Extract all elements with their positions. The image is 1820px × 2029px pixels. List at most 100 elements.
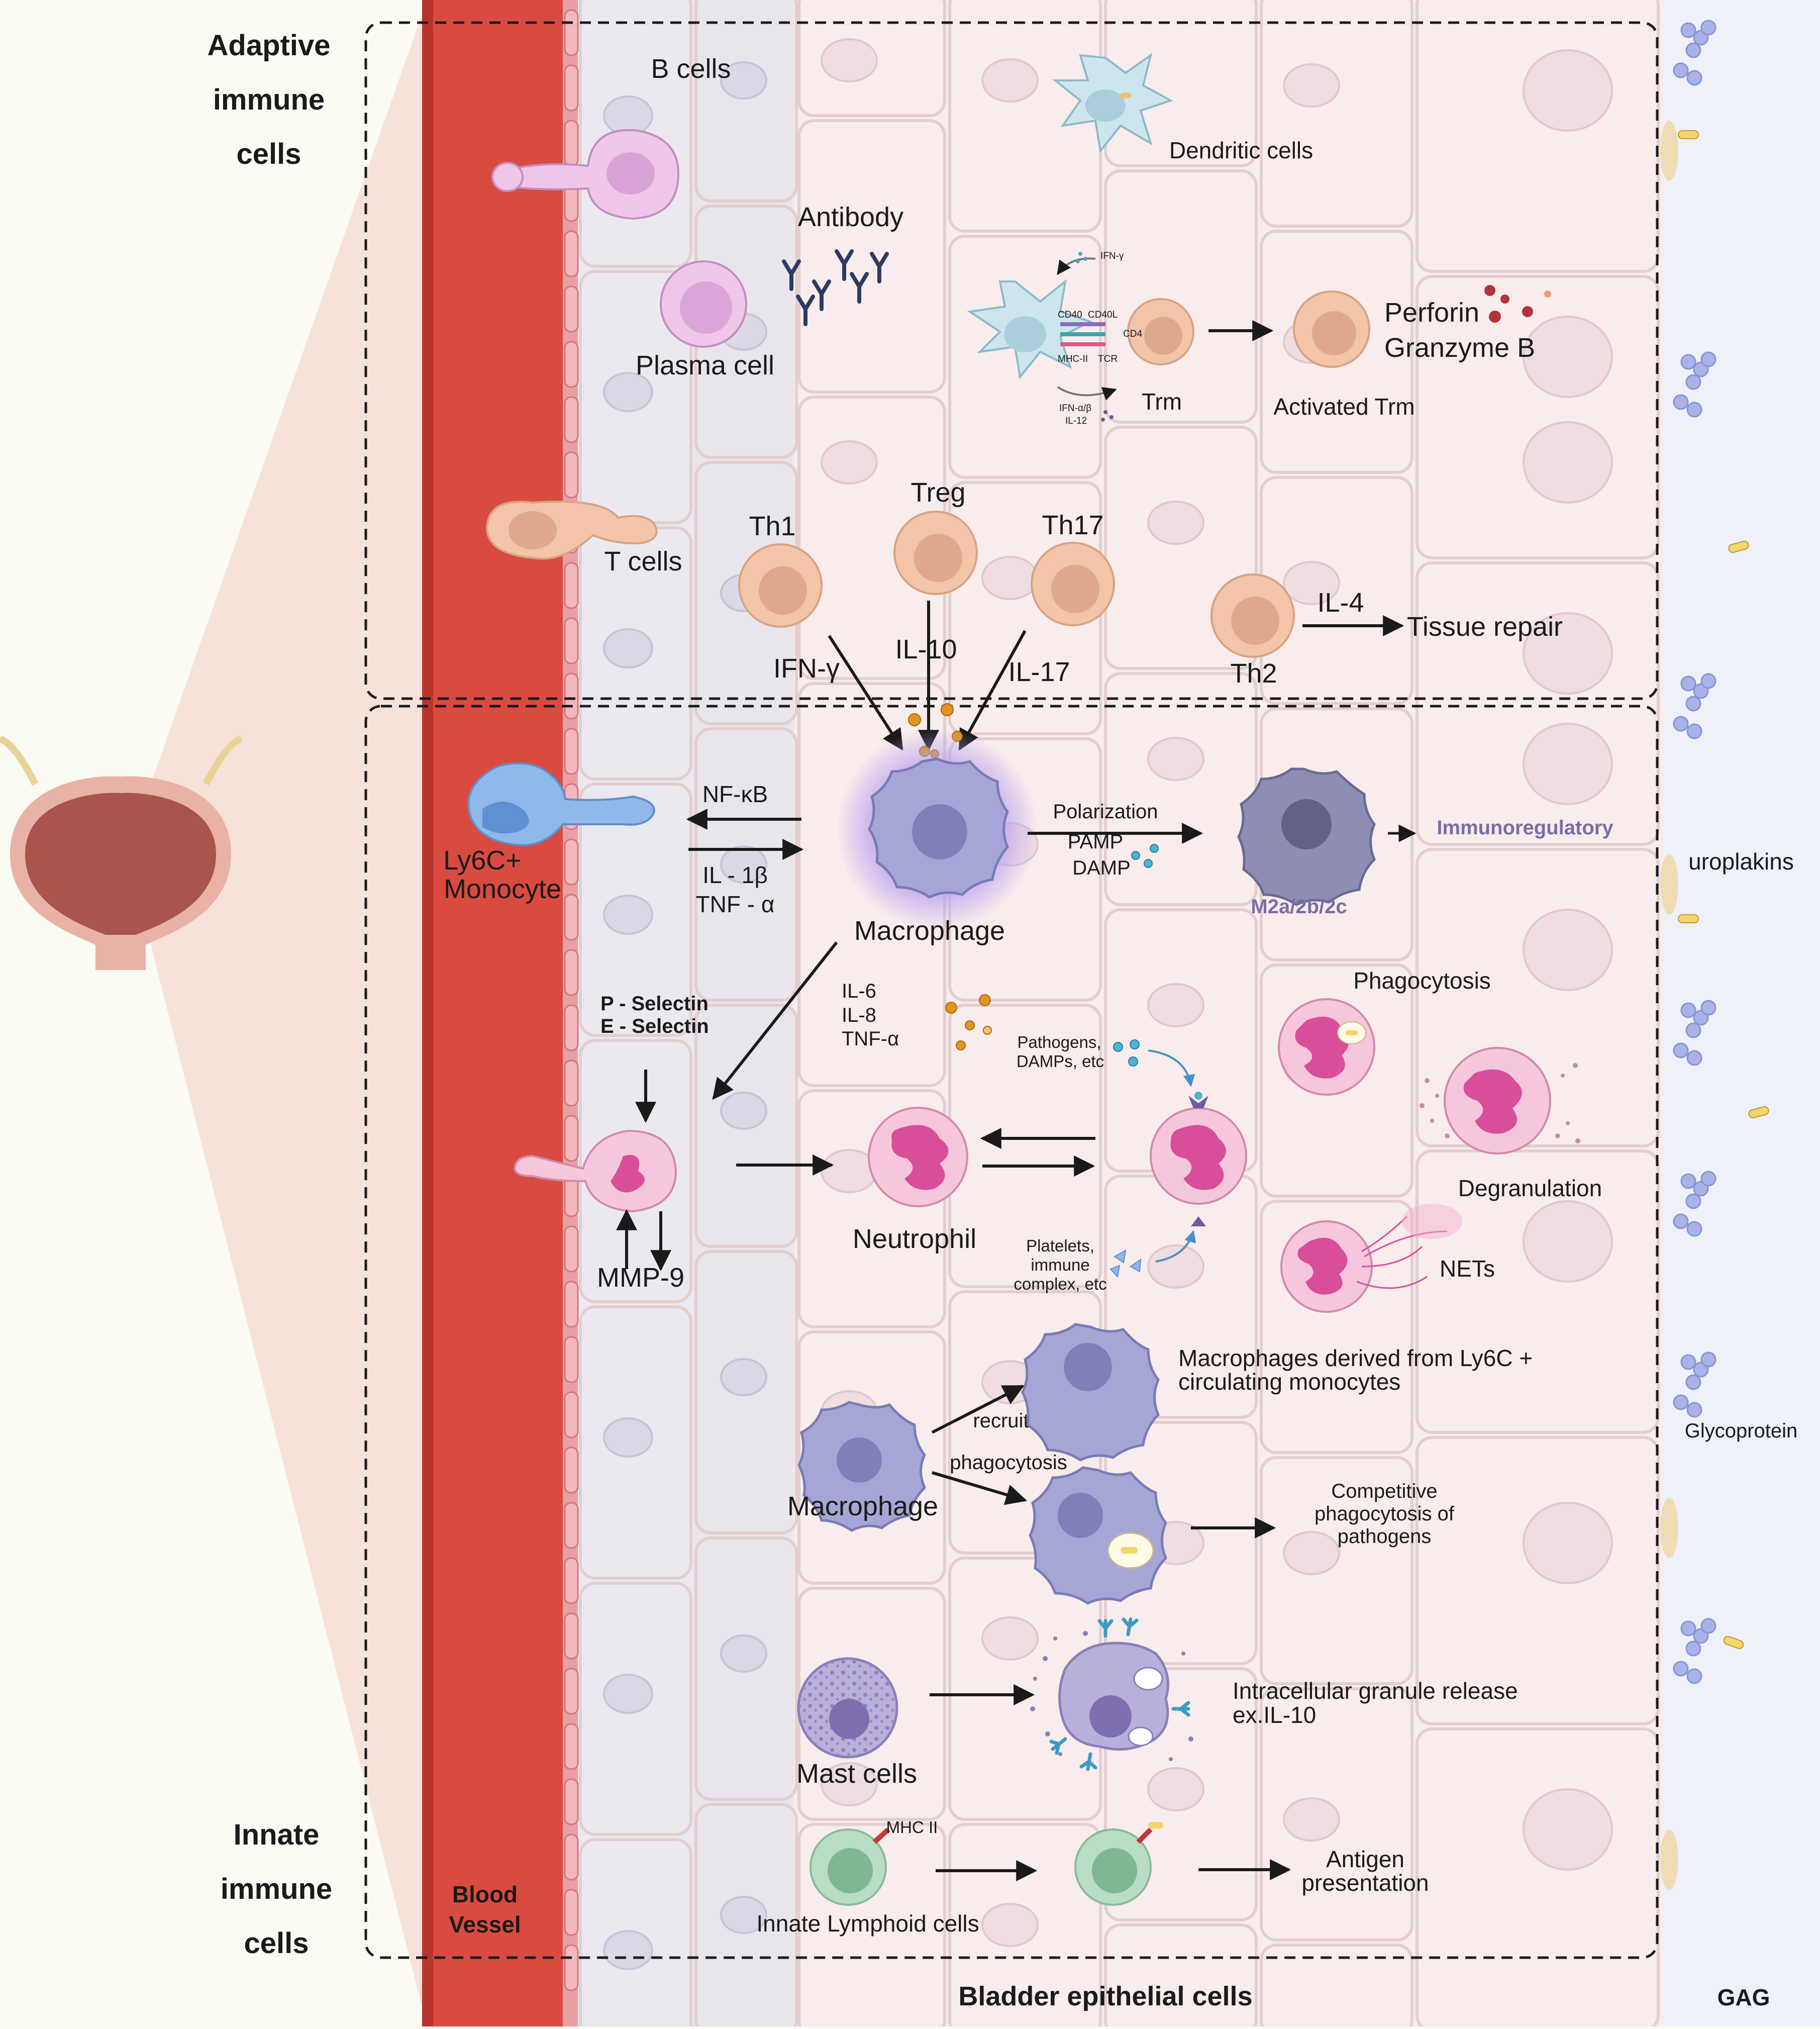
plasma-cell-icon [660, 260, 747, 348]
th17-cell-icon [1031, 542, 1115, 626]
perforin-label: Perforin [1384, 298, 1479, 328]
cytokine-il8: IL-8 [842, 1004, 876, 1026]
platelets-label-line2: immune [1031, 1255, 1089, 1274]
macrophage-lower-label: Macrophage [787, 1491, 938, 1521]
innate-title-line2: immune [221, 1873, 332, 1905]
il1b-label: IL - 1β [702, 862, 768, 888]
il17-label: IL-17 [1008, 657, 1070, 687]
th1-label: Th1 [749, 511, 795, 541]
synapse-ifn-ab: IFN-α/β [1059, 403, 1091, 414]
monocyte-label-line1: Ly6C+ [443, 845, 522, 876]
recruit-arrow [931, 1385, 1025, 1434]
perforin-granules [1484, 285, 1551, 323]
uroplakins-label: uroplakins [1688, 848, 1794, 875]
neutrophil-icon [868, 1107, 968, 1207]
ilc-icon [810, 1827, 890, 1906]
activated-neutrophil-icon [1150, 1092, 1247, 1226]
epithelium-label: Bladder epithelial cells [958, 1981, 1252, 2011]
nets-neutrophil-icon [1280, 1204, 1462, 1313]
treg-cell-icon [893, 511, 978, 595]
blood-vessel-label-line2: Vessel [449, 1911, 521, 1938]
synapse-mhc2: MHC-II [1058, 354, 1088, 364]
adaptive-title-line1: Adaptive [208, 29, 331, 62]
synapse-il12: IL-12 [1065, 416, 1087, 426]
m2-macrophage-icon [1237, 767, 1376, 906]
cytokine-il6: IL-6 [842, 980, 876, 1002]
phagocytosis-label: phagocytosis [950, 1452, 1067, 1474]
blood-vessel [422, 0, 579, 2026]
damp-label: DAMP [1072, 857, 1131, 879]
degranulating-mast-cell-icon [1030, 1617, 1193, 1771]
derived-label-line2: circulating monocytes [1178, 1369, 1400, 1395]
competitive-label-line1: Competitive [1331, 1480, 1437, 1502]
th2-label: Th2 [1230, 658, 1277, 689]
e-selectin-label: E - Selectin [600, 1015, 709, 1037]
ifn-gamma-label: IFN-γ [773, 653, 840, 684]
glycoprotein-label: Glycoprotein [1685, 1420, 1798, 1442]
phagocytosing-neutrophil-icon [1278, 998, 1375, 1096]
blood-vessel-label-line1: Blood [452, 1881, 518, 1907]
activated-trm-icon [1293, 291, 1370, 368]
th1-cell-icon [738, 543, 823, 628]
recruit-label: recruit [973, 1410, 1029, 1432]
monocyte-icon [467, 762, 655, 846]
phagocytosis-title-label: Phagocytosis [1353, 968, 1491, 994]
m2-label: M2a/2b/2c [1251, 896, 1347, 918]
recruited-macrophage-icon [1021, 1323, 1160, 1462]
antibody-icon [782, 249, 889, 326]
granule-release-label-line1: Intracellular granule release [1233, 1678, 1518, 1704]
mast-cells-label: Mast cells [796, 1759, 917, 1789]
adaptive-title-line2: immune [213, 83, 325, 116]
th1-arrow [828, 635, 903, 751]
dendritic-cells-label: Dendritic cells [1169, 137, 1313, 163]
synapse-cd40l: CD40L [1088, 310, 1118, 320]
ilc-mhc2-label: MHC II [886, 1818, 938, 1837]
neutrophil-label: Neutrophil [853, 1224, 976, 1254]
activated-trm-label: Activated Trm [1273, 394, 1414, 420]
il10-label: IL-10 [895, 634, 957, 664]
macrophage-lower-icon [797, 1401, 926, 1532]
antigen-presenting-ilc-icon [1074, 1822, 1163, 1906]
transmigrating-neutrophil-icon [514, 1129, 677, 1213]
ilc-label: Innate Lymphoid cells [756, 1910, 979, 1937]
pathogen-curve-arrow [1148, 1049, 1195, 1087]
antigen-label-line1: Antigen [1326, 1846, 1404, 1872]
degranulation-label: Degranulation [1458, 1175, 1602, 1201]
phagocytic-macrophage-icon [1029, 1466, 1167, 1605]
th2-cell-icon [1210, 573, 1295, 658]
mast-cell-icon [797, 1657, 898, 1759]
epithelium [570, 0, 1663, 2029]
antigen-label-line2: presentation [1301, 1870, 1429, 1896]
treg-label: Treg [911, 477, 965, 508]
innate-title-line1: Innate [234, 1818, 320, 1851]
degranulating-neutrophil-icon [1420, 1047, 1580, 1154]
synapse-ifn-g: IFN-γ [1100, 251, 1124, 261]
tissue-repair-label: Tissue repair [1407, 612, 1563, 642]
zoom-wedge [151, 0, 427, 2026]
synapse-tcr: TCR [1098, 354, 1118, 364]
competitive-label-line3: pathogens [1338, 1525, 1432, 1548]
nets-label: NETs [1440, 1255, 1495, 1282]
competitive-label-line2: phagocytosis of [1315, 1503, 1455, 1525]
macrophage-label: Macrophage [854, 916, 1005, 946]
nfkb-label: NF-κB [702, 781, 768, 807]
pathogens-label-line1: Pathogens, [1018, 1033, 1101, 1051]
antibody-label: Antibody [798, 202, 903, 232]
trm-label: Trm [1142, 389, 1182, 415]
il4-label: IL-4 [1317, 588, 1364, 618]
cytokine-dots [945, 994, 992, 1050]
platelet-curve-arrow [1155, 1230, 1196, 1263]
gag-label: GAG [1717, 1984, 1770, 2010]
granzyme-label: Granzyme B [1384, 333, 1535, 363]
phagocytosis-arrow [932, 1471, 1028, 1505]
innate-title-line3: cells [244, 1927, 309, 1960]
platelets-label-line1: Platelets, [1026, 1236, 1094, 1255]
pathogens-label-line2: DAMPs, etc [1017, 1052, 1104, 1071]
plasma-cell-label: Plasma cell [636, 350, 774, 380]
th17-arrow [958, 630, 1027, 751]
b-cells-label: B cells [651, 54, 731, 84]
platelets-label-line3: complex, etc [1014, 1275, 1106, 1293]
macrophage-icon [868, 757, 1009, 899]
